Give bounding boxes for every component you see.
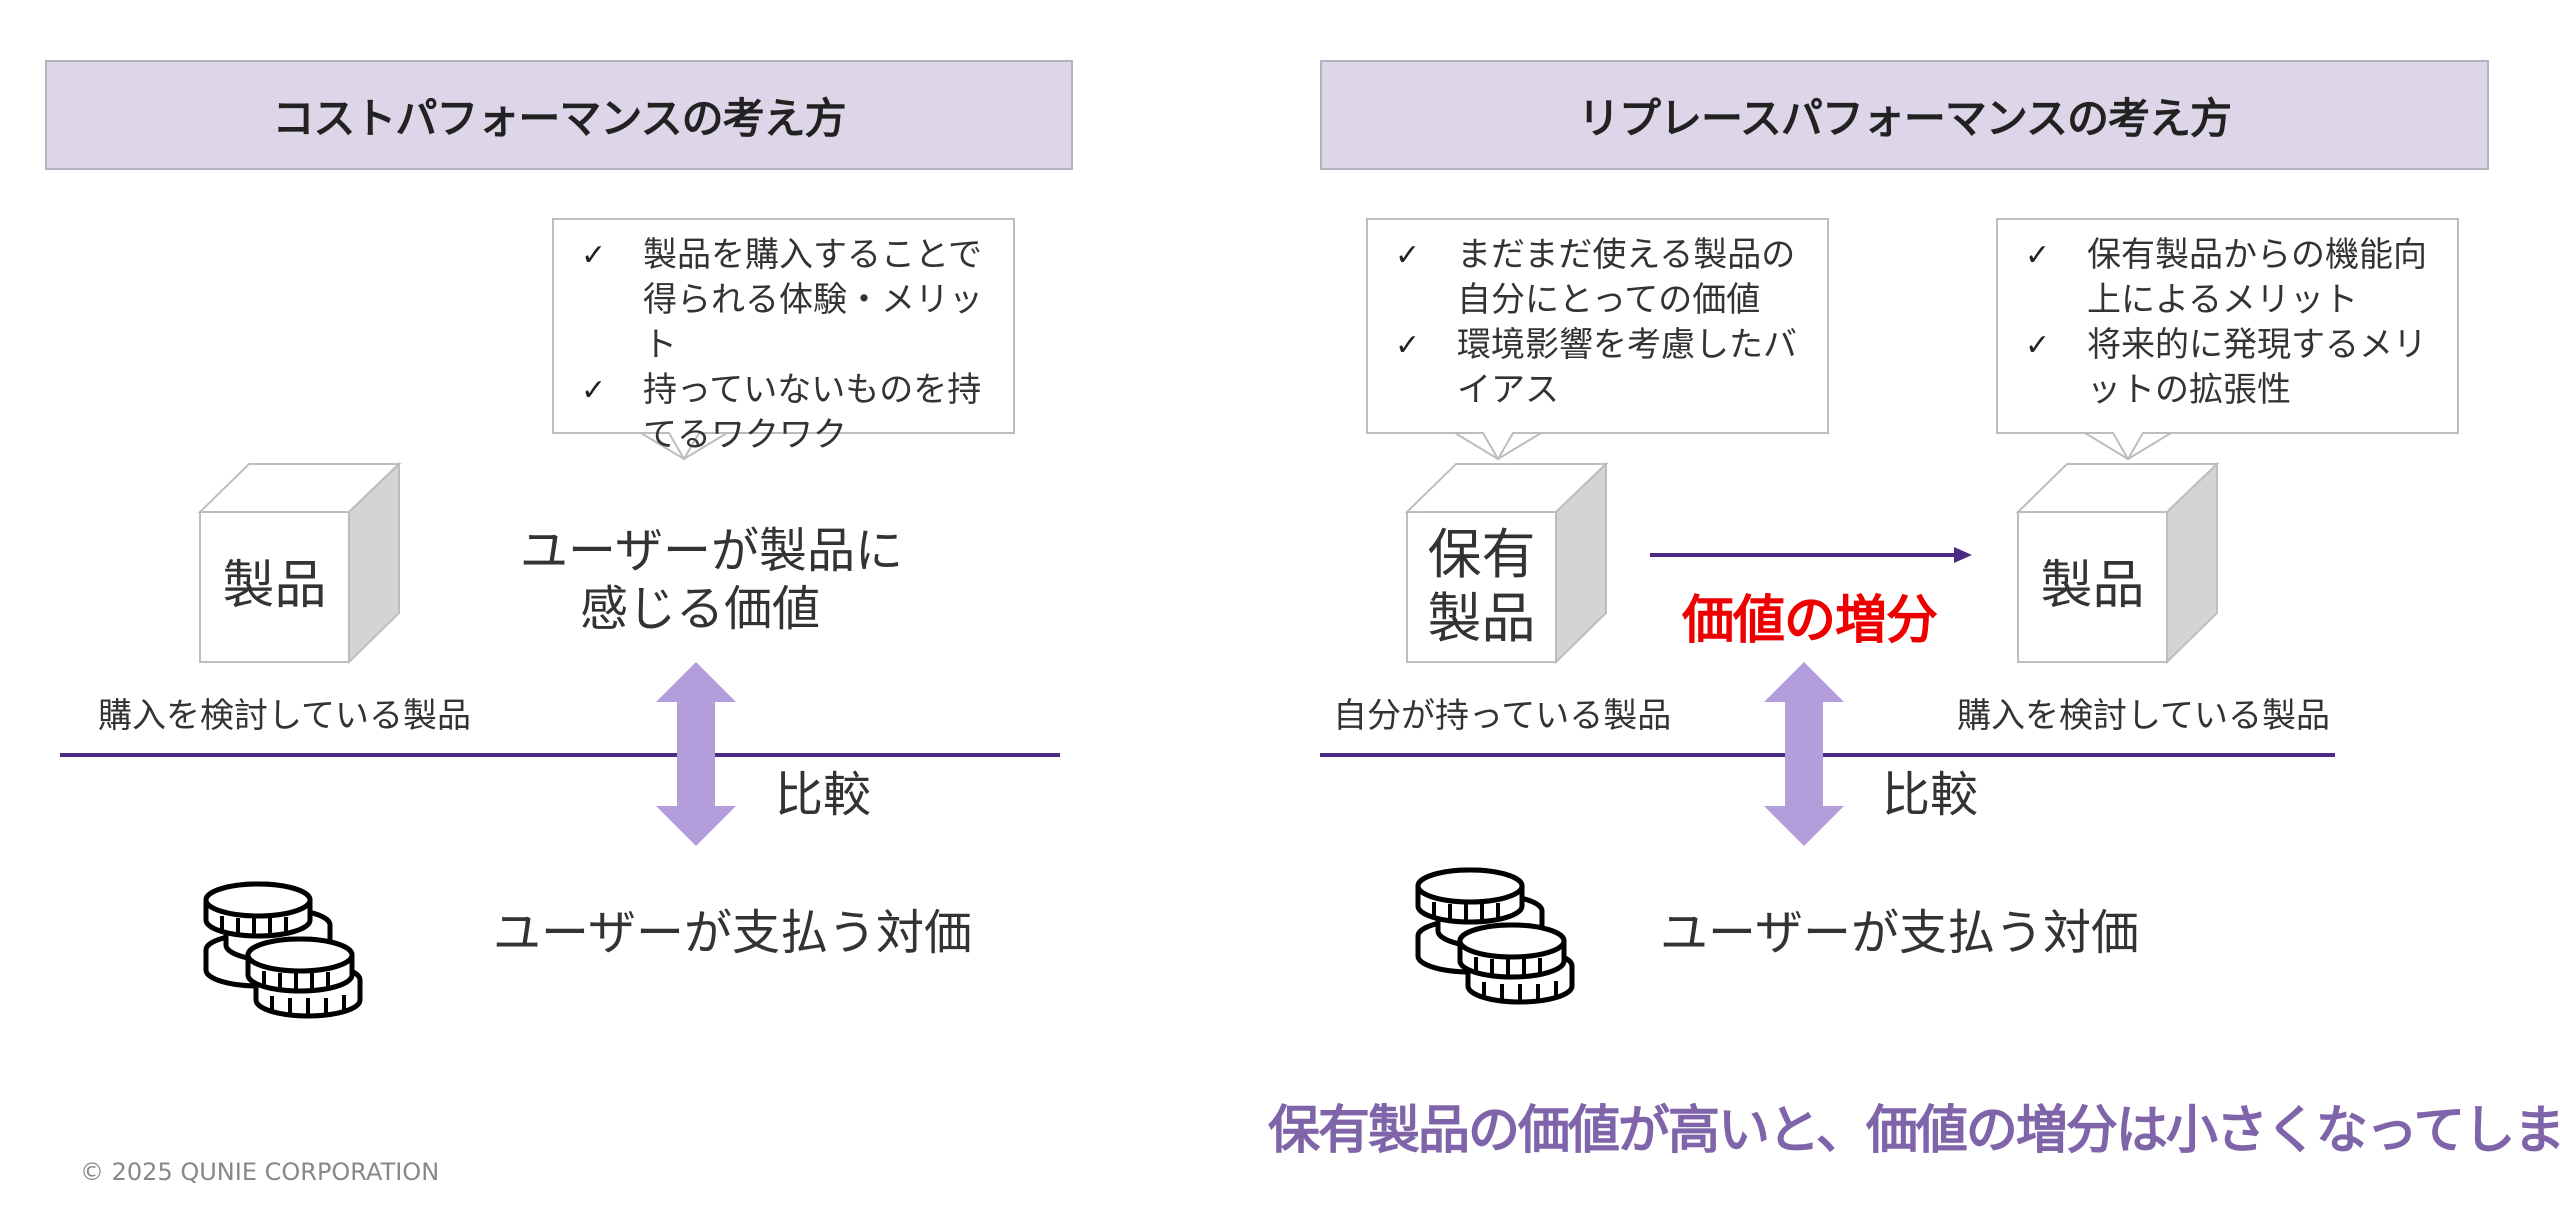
callout-item: ✓ 将来的に発現するメリットの拡張性 [2025, 323, 2445, 413]
check-icon: ✓ [2025, 328, 2051, 363]
check-icon: ✓ [2025, 238, 2051, 273]
left-callout: ✓ 製品を購入することで得られる体験・メリット ✓ 持っていないものを持てるワク… [552, 218, 1015, 462]
callout-shape [1996, 218, 2459, 462]
right-panel-title: リプレースパフォーマンスの考え方 [1320, 60, 2489, 170]
double-arrow-vertical-icon [1764, 662, 1844, 846]
callout-item: ✓ 製品を購入することで得られる体験・メリット [581, 233, 1001, 368]
check-icon: ✓ [1395, 328, 1421, 363]
cube-label: 製品 [2040, 556, 2145, 617]
callout-item: ✓ 持っていないものを持てるワクワク [581, 368, 1001, 458]
value-text: ユーザーが製品に 感じる価値 [520, 523, 904, 637]
check-icon: ✓ [581, 373, 607, 408]
price-text: ユーザーが支払う対価 [1660, 905, 2140, 961]
check-icon: ✓ [1395, 238, 1421, 273]
right-title-text: リプレースパフォーマンスの考え方 [1577, 93, 2232, 143]
owned-product-cube: 保有 製品 [1404, 461, 1609, 665]
check-icon: ✓ [581, 238, 607, 273]
divider-line [1320, 753, 2335, 757]
double-arrow-vertical-icon [656, 662, 736, 846]
callout-item: ✓ 保有製品からの機能向上によるメリット [2025, 233, 2445, 323]
copyright-footer: © 2025 QUNIE CORPORATION [80, 1158, 440, 1186]
cube-label: 保有 製品 [1427, 523, 1536, 650]
left-panel-title: コストパフォーマンスの考え方 [45, 60, 1073, 170]
cube-icon [1404, 461, 1609, 665]
new-product-callout: ✓ 保有製品からの機能向上によるメリット ✓ 将来的に発現するメリットの拡張性 [1996, 218, 2459, 462]
cube-icon [2015, 461, 2220, 665]
conclusion-text: 保有製品の価値が高いと、価値の増分は小さくなってしまう [1268, 1101, 2560, 1161]
compare-label: 比較 [1882, 767, 1979, 823]
callout-item: ✓ 環境影響を考慮したバイアス [1395, 323, 1815, 413]
callout-item: ✓ まだまだ使える製品の自分にとっての価値 [1395, 233, 1815, 323]
compare-label: 比較 [775, 767, 872, 823]
new-product-cube: 製品 [2015, 461, 2220, 665]
value-increment-label: 価値の増分 [1682, 591, 1938, 651]
price-text: ユーザーが支払う対価 [493, 905, 973, 961]
product-caption: 購入を検討している製品 [98, 696, 471, 736]
new-product-caption: 購入を検討している製品 [1957, 696, 2330, 736]
callout-shape [552, 218, 1015, 462]
coins-stack-icon [203, 881, 363, 1019]
product-cube: 製品 [197, 461, 402, 665]
left-title-text: コストパフォーマンスの考え方 [272, 93, 846, 143]
owned-product-callout: ✓ まだまだ使える製品の自分にとっての価値 ✓ 環境影響を考慮したバイアス [1366, 218, 1829, 462]
cube-icon [197, 461, 402, 665]
coins-stack-icon [1415, 867, 1575, 1005]
callout-shape [1366, 218, 1829, 462]
arrow-right-icon [1650, 547, 1972, 563]
owned-product-caption: 自分が持っている製品 [1333, 696, 1672, 736]
divider-line [60, 753, 1060, 757]
cube-label: 製品 [222, 556, 327, 617]
